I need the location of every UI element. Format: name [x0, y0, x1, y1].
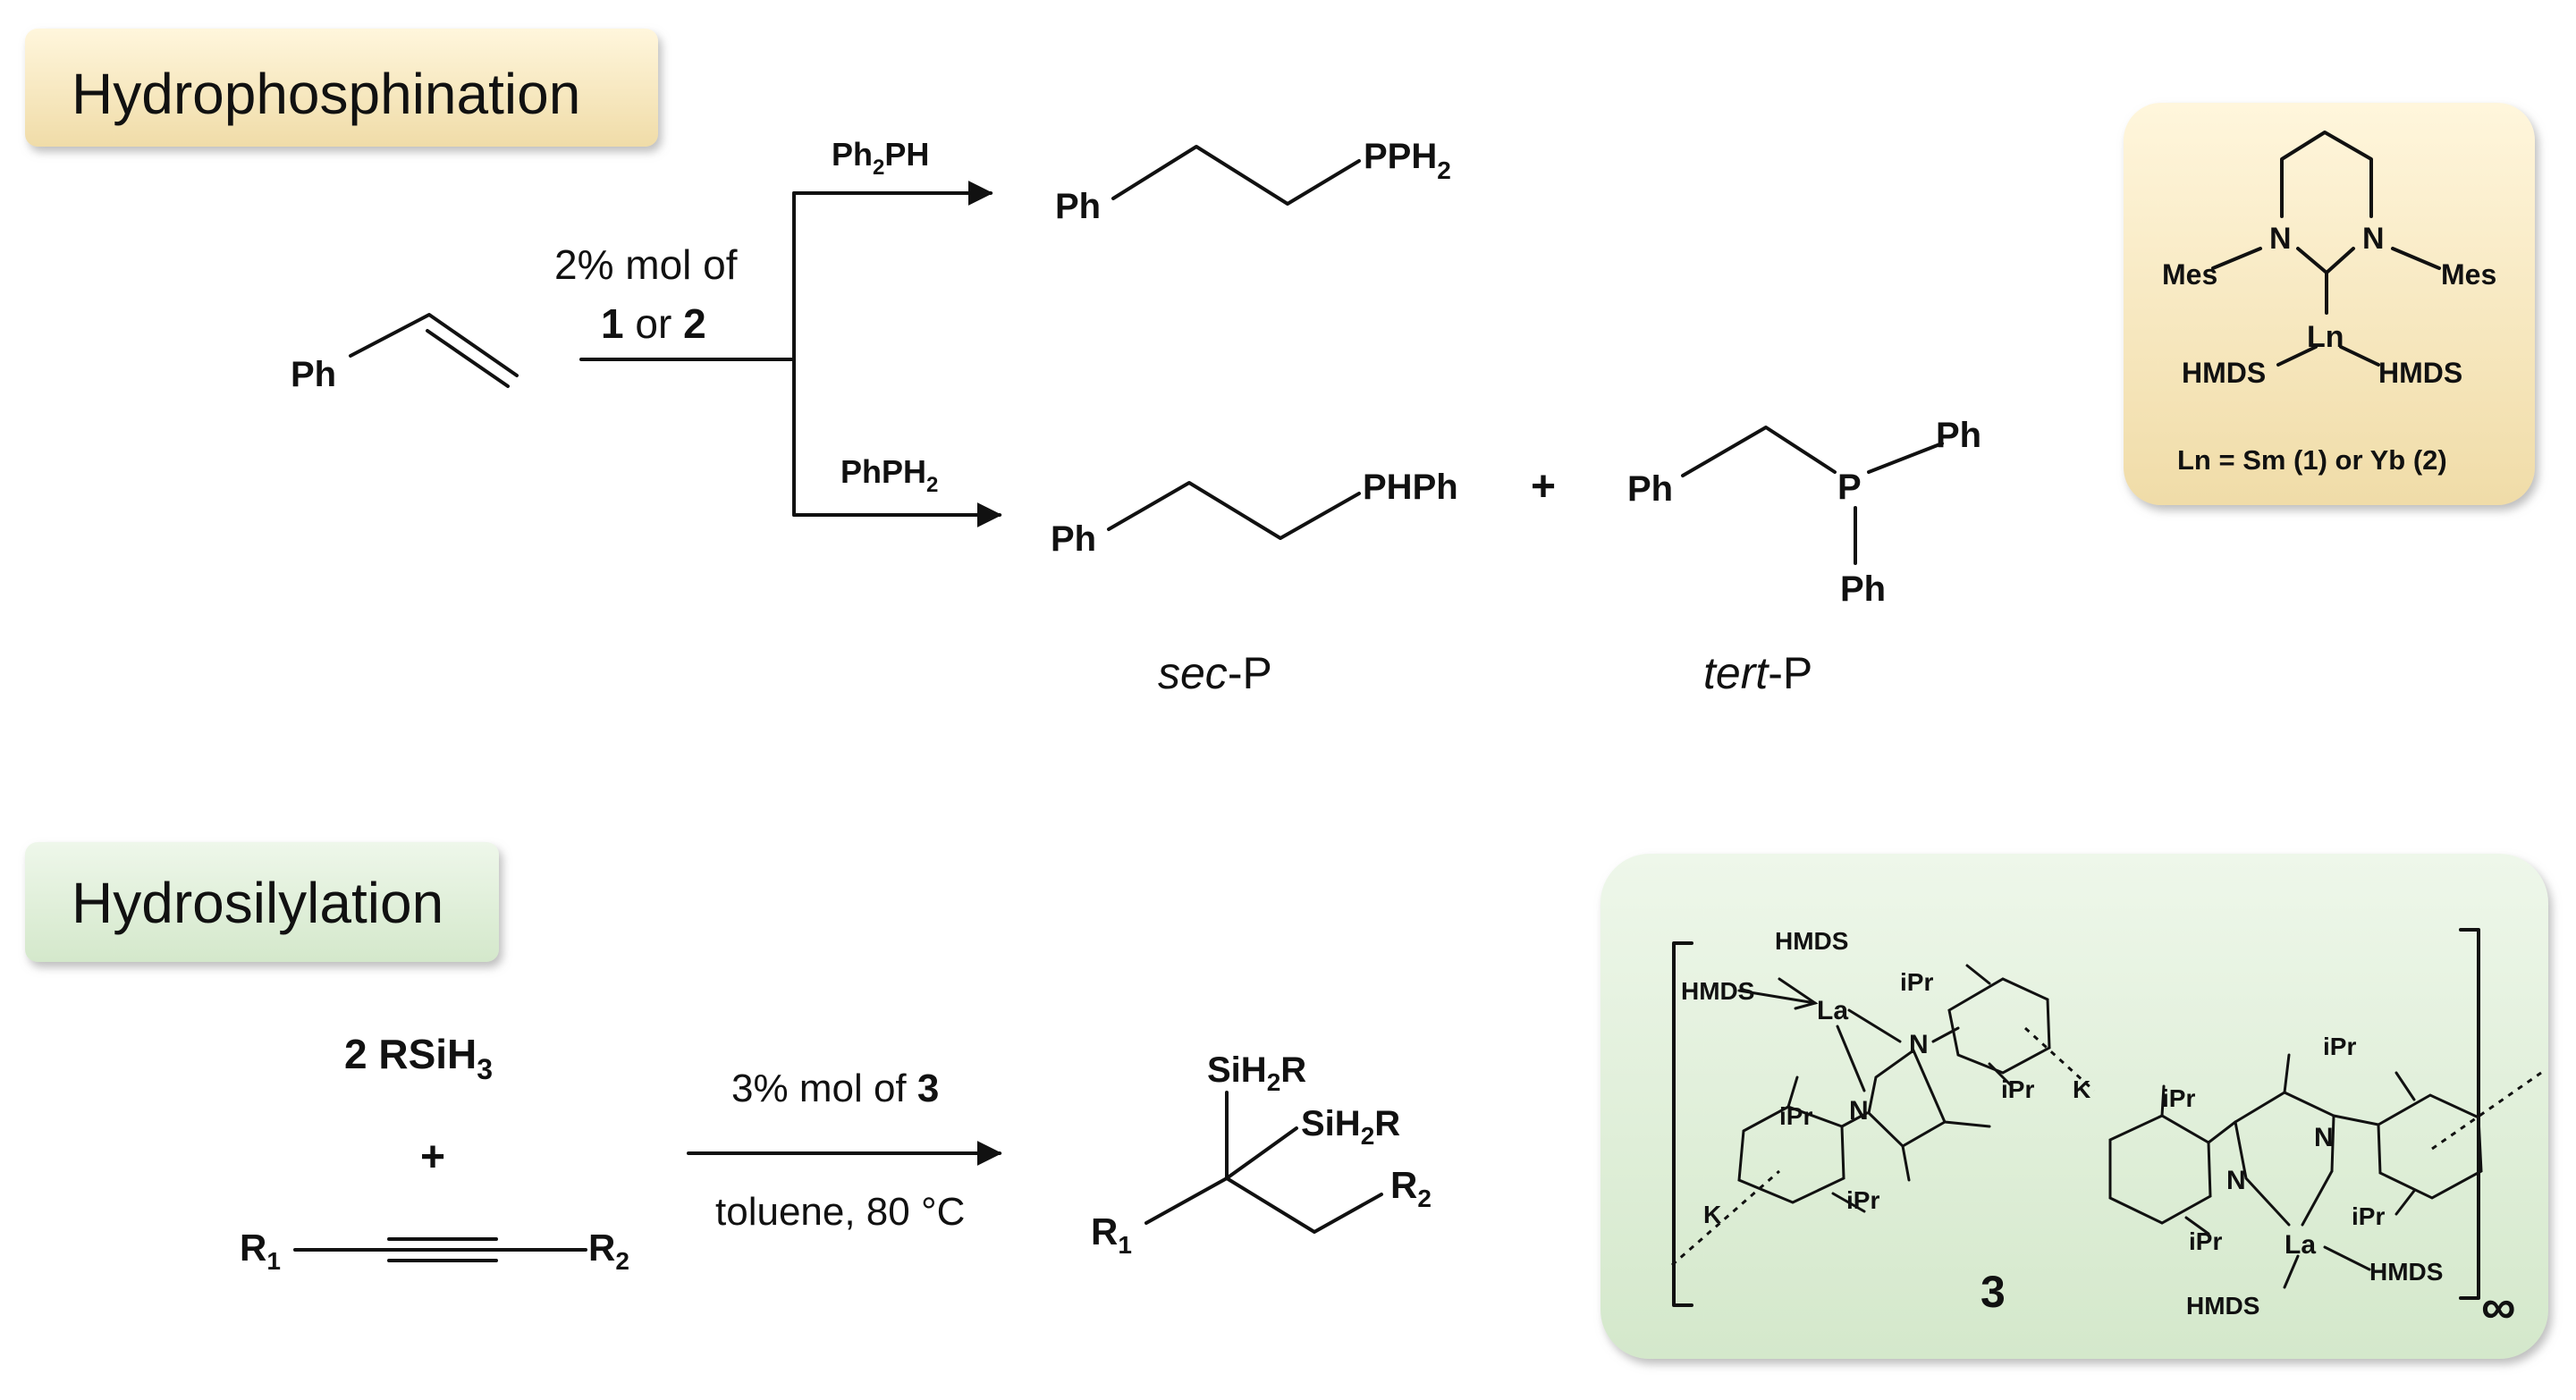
la-atom-top: La: [1817, 996, 1848, 1025]
n-atom: N: [1909, 1030, 1929, 1059]
catalyst-loading-text: 2% mol of: [554, 241, 738, 288]
hydrosilylation-header: Hydrosilylation: [25, 842, 499, 962]
mes-left: Mes: [2162, 258, 2217, 291]
hydrosilylation-catalyst-text: 3% mol of 3: [731, 1067, 939, 1110]
ipr-label: iPr: [2001, 1075, 2034, 1103]
alkyne-r1: R1: [240, 1227, 281, 1275]
product-sec-phph: PHPh: [1363, 468, 1458, 507]
hydrophosphination-header: Hydrophosphination: [25, 29, 658, 147]
la-hmds-left: HMDS: [1681, 977, 1754, 1005]
catalyst-box-ln: N N Mes Mes Ln HMDS HMDS Ln = Sm (1) or …: [2124, 103, 2535, 505]
reagent-rsih3: 2 RSiH3: [344, 1031, 493, 1085]
n-atom: N: [1849, 1096, 1869, 1126]
product-r2: R2: [1390, 1164, 1432, 1212]
product-r1: R1: [1091, 1210, 1132, 1259]
la-hmds-bottom-left: HMDS: [2186, 1292, 2259, 1320]
n-atom: N: [2226, 1166, 2246, 1195]
ipr-label: iPr: [1900, 968, 1933, 996]
sec-p-label: sec-P: [1158, 648, 1272, 698]
styrene-substrate: Ph: [291, 313, 519, 394]
polymer-infinity: ∞: [2481, 1280, 2516, 1334]
plus-sign-reagents: +: [420, 1134, 445, 1181]
tert-p-atom: P: [1837, 468, 1862, 507]
product-sih2r-mid: SiH2R: [1301, 1104, 1400, 1150]
ipr-label: iPr: [2162, 1084, 2195, 1112]
catalyst-choice-text: 1 or 2: [601, 300, 706, 347]
plus-sign-products: +: [1531, 463, 1556, 510]
hmds-left: HMDS: [2182, 357, 2266, 389]
ipr-label: iPr: [1846, 1186, 1879, 1214]
ln-center: Ln: [2307, 320, 2344, 354]
n-atom: N: [2314, 1123, 2334, 1152]
k-atom-right: K: [2073, 1075, 2090, 1103]
ipr-label: iPr: [1779, 1102, 1812, 1130]
ligand-n-left: N: [2269, 222, 2292, 256]
product-sec-ph: Ph: [1051, 519, 1096, 559]
catalyst-3-label: 3: [1981, 1267, 2006, 1317]
ipr-label: iPr: [2189, 1227, 2222, 1255]
ipr-label: iPr: [2352, 1202, 2385, 1230]
product-sec-p: Ph PHPh: [1051, 468, 1458, 559]
catalyst-caption: Ln = Sm (1) or Yb (2): [2177, 444, 2447, 476]
hydrophosphination-title: Hydrophosphination: [72, 62, 580, 126]
tert-ph-left: Ph: [1627, 469, 1673, 509]
ligand-n-right: N: [2362, 222, 2385, 256]
product-sih2r-top: SiH2R: [1207, 1050, 1306, 1096]
product-top-pph2: PPH2: [1364, 137, 1451, 184]
tert-p-label: tert-P: [1703, 648, 1812, 698]
ipr-label: iPr: [2323, 1033, 2356, 1060]
product-top-ph: Ph: [1055, 187, 1101, 226]
reagent-phph2: PhPH2: [840, 453, 938, 497]
hmds-right: HMDS: [2378, 357, 2462, 389]
la-atom-bottom: La: [2285, 1230, 2316, 1260]
reaction-arrow-branched: [579, 181, 1002, 527]
product-tert-p: Ph P Ph Ph: [1627, 416, 1981, 609]
tert-ph-right: Ph: [1936, 416, 1981, 455]
la-hmds-top: HMDS: [1775, 927, 1848, 955]
mes-right: Mes: [2441, 258, 2496, 291]
la-hmds-bottom-right: HMDS: [2369, 1258, 2443, 1286]
product-tertiary-phosphine-top: Ph PPH2: [1055, 137, 1451, 226]
hydrosilylation-conditions: toluene, 80 °C: [715, 1190, 965, 1234]
product-bis-silane: SiH2R SiH2R R1 R2: [1091, 1050, 1432, 1259]
hydrosilylation-title: Hydrosilylation: [72, 871, 443, 935]
catalyst-box-la-polymer: HMDS HMDS La iPr N iPr N iPr iPr K K iPr…: [1600, 854, 2548, 1359]
tert-ph-down: Ph: [1840, 569, 1886, 609]
k-atom-left: K: [1703, 1201, 1721, 1228]
styrene-ph-label: Ph: [291, 355, 336, 394]
alkyne-r2: R2: [588, 1227, 629, 1275]
reagent-ph2ph: Ph2PH: [832, 136, 929, 180]
alkyne-substrate: R1 R2: [240, 1227, 629, 1275]
